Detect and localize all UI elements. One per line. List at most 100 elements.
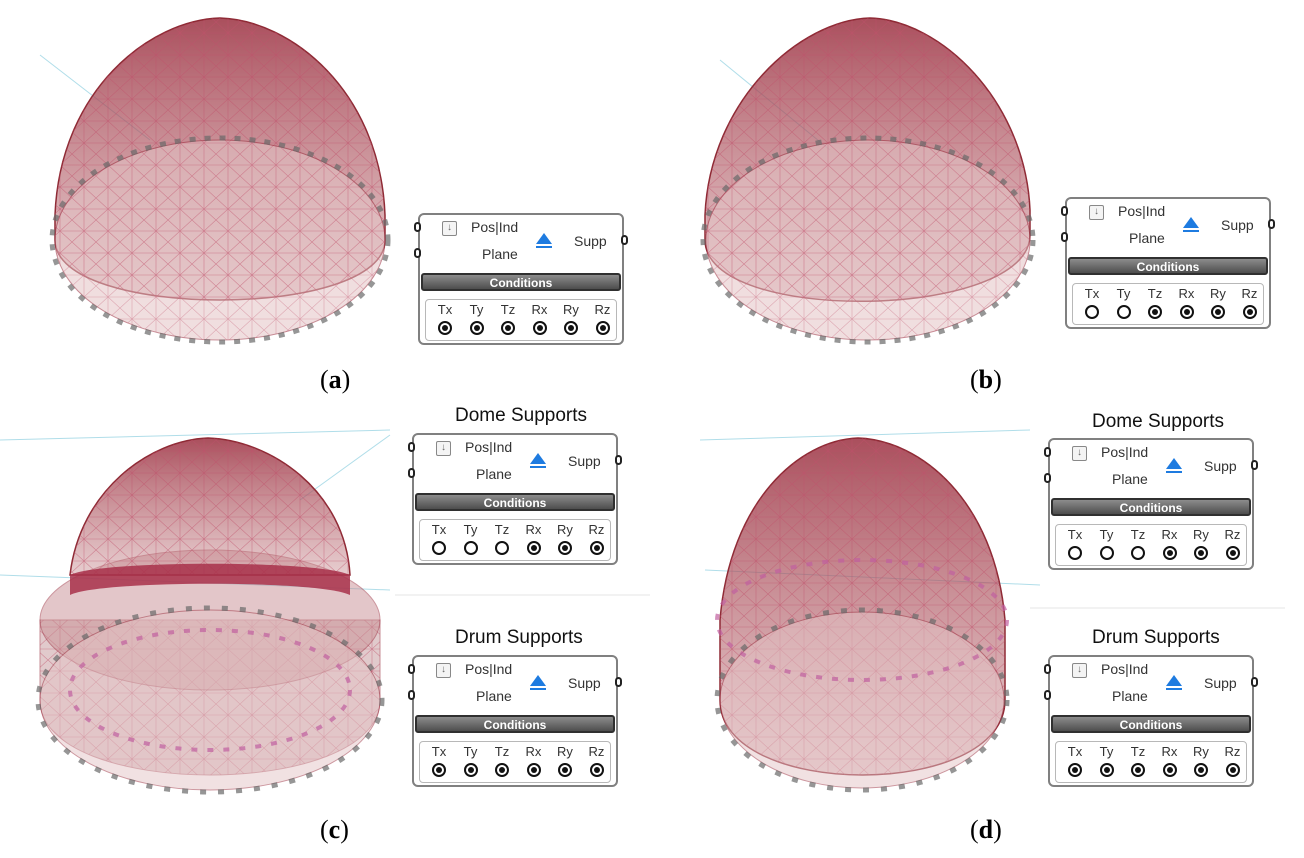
radio-rx[interactable] xyxy=(1162,763,1177,777)
radio-tx[interactable] xyxy=(1085,305,1099,319)
eject-icon xyxy=(1166,675,1182,686)
radio-rz[interactable] xyxy=(1225,546,1240,560)
input-port[interactable] xyxy=(408,690,415,700)
input-port[interactable] xyxy=(1061,206,1068,216)
radio-tz[interactable] xyxy=(1131,763,1145,777)
dof-label-ty: Ty xyxy=(463,744,478,759)
chevron-down-icon[interactable]: ↓ xyxy=(1089,205,1104,220)
input-port[interactable] xyxy=(408,468,415,478)
conditions-bar[interactable]: Conditions xyxy=(421,273,621,291)
input-port[interactable] xyxy=(414,222,421,232)
radio-rx[interactable] xyxy=(526,763,541,777)
input-port[interactable] xyxy=(414,248,421,258)
radio-tx[interactable] xyxy=(432,763,446,777)
eject-icon-bar xyxy=(536,246,552,248)
dome-b xyxy=(700,17,1036,345)
conditions-bar[interactable]: Conditions xyxy=(1051,498,1251,516)
output-supp-label: Supp xyxy=(1204,675,1237,691)
radio-ty[interactable] xyxy=(1099,546,1114,560)
radio-tx[interactable] xyxy=(432,541,446,555)
output-port[interactable] xyxy=(621,235,628,245)
eject-icon xyxy=(530,453,546,464)
output-port[interactable] xyxy=(615,455,622,465)
radio-tz[interactable] xyxy=(1131,546,1145,560)
radio-tx[interactable] xyxy=(1068,763,1082,777)
dof-label-rx: Rx xyxy=(1161,527,1178,542)
dof-label-ty: Ty xyxy=(1099,527,1114,542)
radio-ry[interactable] xyxy=(1211,305,1225,319)
radio-tz[interactable] xyxy=(501,321,515,335)
input-port[interactable] xyxy=(408,664,415,674)
radio-ry[interactable] xyxy=(1194,763,1208,777)
radio-rz[interactable] xyxy=(1242,305,1257,319)
radio-rx[interactable] xyxy=(526,541,541,555)
radio-rz[interactable] xyxy=(589,763,604,777)
output-port[interactable] xyxy=(1251,677,1258,687)
radio-ty[interactable] xyxy=(1099,763,1114,777)
radio-tx[interactable] xyxy=(1068,546,1082,560)
radio-ty[interactable] xyxy=(1116,305,1131,319)
radio-ty[interactable] xyxy=(463,763,478,777)
input-port[interactable] xyxy=(1044,447,1051,457)
output-supp-label: Supp xyxy=(1221,217,1254,233)
radio-ty[interactable] xyxy=(469,321,484,335)
chevron-down-icon[interactable]: ↓ xyxy=(1072,663,1087,678)
chevron-down-icon[interactable]: ↓ xyxy=(436,663,451,678)
input-port[interactable] xyxy=(1061,232,1068,242)
input-plane-label: Plane xyxy=(476,466,512,482)
radio-rx[interactable] xyxy=(532,321,547,335)
input-plane-label: Plane xyxy=(482,246,518,262)
radio-rz[interactable] xyxy=(595,321,610,335)
radio-ry[interactable] xyxy=(1194,546,1208,560)
radio-rx[interactable] xyxy=(1162,546,1177,560)
dof-label-rz: Rz xyxy=(1224,744,1241,759)
dof-label-rx: Rx xyxy=(1178,286,1195,301)
radio-rz[interactable] xyxy=(1225,763,1240,777)
radio-ry[interactable] xyxy=(564,321,578,335)
output-port[interactable] xyxy=(615,677,622,687)
radio-rz[interactable] xyxy=(589,541,604,555)
conditions-bar[interactable]: Conditions xyxy=(1051,715,1251,733)
chevron-down-icon[interactable]: ↓ xyxy=(442,221,457,236)
input-port[interactable] xyxy=(1044,664,1051,674)
conditions-bar[interactable]: Conditions xyxy=(415,493,615,511)
radio-tz[interactable] xyxy=(495,541,509,555)
output-port[interactable] xyxy=(1268,219,1275,229)
chevron-down-icon[interactable]: ↓ xyxy=(1072,446,1087,461)
eject-icon-bar xyxy=(530,466,546,468)
dof-label-tx: Tx xyxy=(1084,286,1100,301)
chevron-down-icon[interactable]: ↓ xyxy=(436,441,451,456)
radio-ry[interactable] xyxy=(558,763,572,777)
radio-tx[interactable] xyxy=(438,321,452,335)
input-plane-label: Plane xyxy=(1112,688,1148,704)
dof-label-tz: Tz xyxy=(1147,286,1163,301)
input-port[interactable] xyxy=(1044,690,1051,700)
eject-icon xyxy=(1166,458,1182,469)
radio-ry[interactable] xyxy=(558,541,572,555)
heading-drum-supports-c: Drum Supports xyxy=(455,627,583,648)
output-port[interactable] xyxy=(1251,460,1258,470)
radio-tz[interactable] xyxy=(495,763,509,777)
radio-ty[interactable] xyxy=(463,541,478,555)
conditions-bar[interactable]: Conditions xyxy=(415,715,615,733)
dof-label-ty: Ty xyxy=(1116,286,1131,301)
input-port[interactable] xyxy=(1044,473,1051,483)
radio-tz[interactable] xyxy=(1148,305,1162,319)
conditions-bar[interactable]: Conditions xyxy=(1068,257,1268,275)
radio-rx[interactable] xyxy=(1179,305,1194,319)
panel-label-b: (b) xyxy=(970,365,1002,394)
input-port[interactable] xyxy=(408,442,415,452)
eject-icon-bar xyxy=(1166,471,1182,473)
dof-label-tx: Tx xyxy=(1067,744,1083,759)
dof-label-rz: Rz xyxy=(588,522,605,537)
dof-label-rx: Rx xyxy=(531,302,548,317)
